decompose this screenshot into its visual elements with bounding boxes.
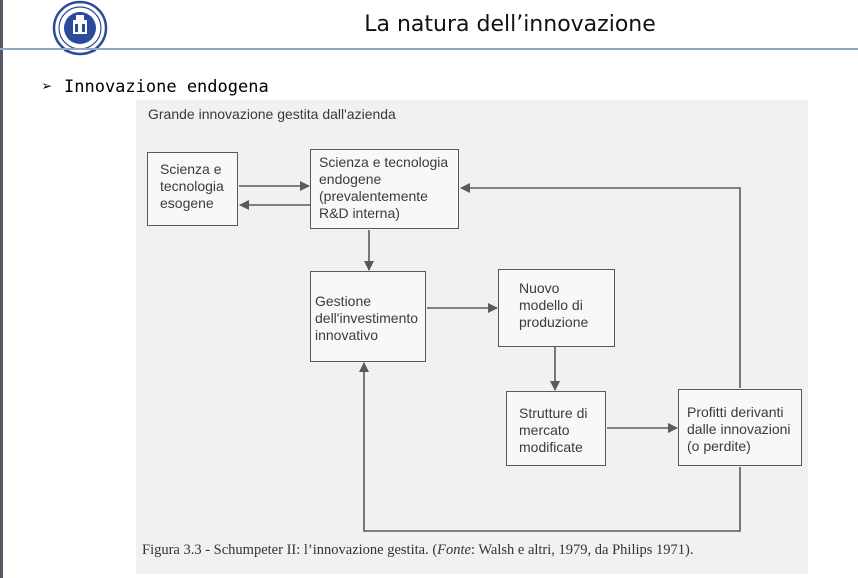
slide-title: La natura dell’innovazione (364, 12, 656, 37)
box-exogenous-science: Scienza e tecnologia esogene (147, 152, 238, 226)
box-endogenous-science: Scienza e tecnologia endogene (prevalent… (310, 149, 459, 229)
box-innovation-profits: Profitti derivanti dalle innovazioni (o … (678, 389, 802, 466)
bullet-item: ➢ Innovazione endogena (42, 77, 269, 97)
caption-source-label: Fonte (437, 542, 471, 558)
diagram-heading: Grande innovazione gestita dall'azienda (148, 106, 396, 122)
university-seal-logo (52, 0, 108, 56)
box-new-production-model: Nuovo modello di produzione (498, 269, 615, 347)
figure-caption: Figura 3.3 - Schumpeter II: l’innovazion… (142, 542, 693, 559)
caption-suffix: : Walsh e altri, 1979, da Philips 1971). (470, 542, 694, 558)
arrow-profits-to-endogenous (460, 183, 741, 388)
bullet-arrow-icon: ➢ (42, 77, 53, 97)
left-edge-rule (0, 0, 3, 578)
caption-prefix: Figura 3.3 - Schumpeter II: l’innovazion… (142, 542, 438, 558)
header-divider (0, 48, 858, 50)
box-modified-market-structures: Strutture di mercato modificate (506, 391, 606, 466)
bullet-text: Innovazione endogena (64, 77, 269, 97)
box-investment-management: Gestione dell'investimento innovativo (310, 271, 426, 362)
diagram-panel (136, 100, 808, 574)
arrow-profits-to-investment (359, 362, 741, 532)
